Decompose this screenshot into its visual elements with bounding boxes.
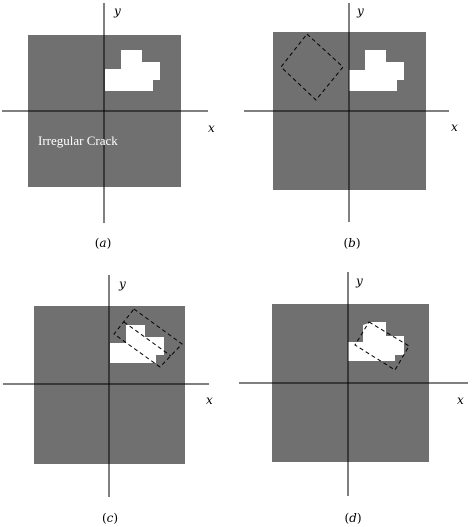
irregular-crack (105, 50, 160, 91)
dashed-square (354, 321, 410, 371)
irregular-crack (349, 50, 404, 91)
panel-c: y x (c) (3, 275, 213, 525)
y-axis-label: y (355, 274, 363, 288)
x-axis-label: x (206, 393, 213, 407)
x-axis-label: x (208, 121, 215, 135)
dashed-diagonal (123, 321, 172, 357)
y-axis-label: y (356, 4, 364, 18)
y-axis-label: y (113, 4, 121, 18)
panel-a: y x Irregular Crack (a) (2, 3, 215, 250)
y-axis-label: y (118, 277, 126, 291)
panel-d: y x (d) (239, 272, 468, 525)
dashed-square (280, 33, 344, 101)
x-axis-label: x (451, 120, 458, 134)
irregular-crack (348, 322, 404, 361)
panel-caption: (a) (95, 236, 112, 250)
irregular-crack (110, 325, 164, 363)
panel-caption: (d) (344, 511, 361, 525)
crack-annotation: Irregular Crack (38, 133, 118, 148)
x-axis-label: x (457, 393, 464, 407)
panel-caption: (b) (343, 236, 360, 250)
dashed-square (113, 308, 183, 368)
panel-caption: (c) (102, 511, 118, 525)
panel-b: y x (b) (244, 3, 458, 250)
